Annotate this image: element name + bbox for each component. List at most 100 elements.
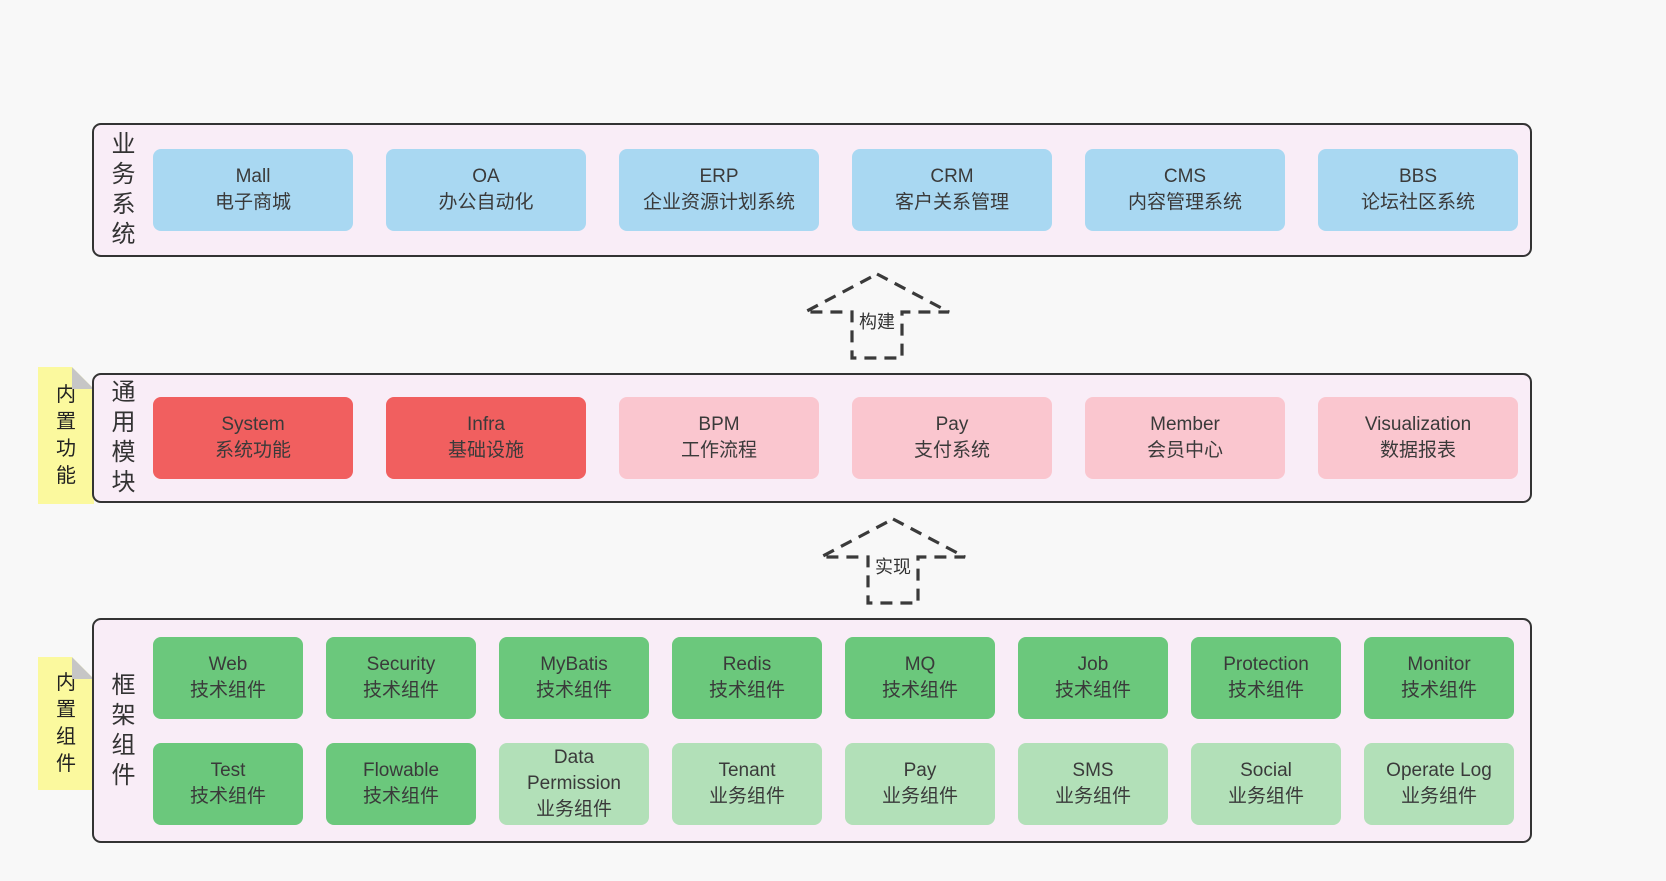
box-social: Social 业务组件 bbox=[1191, 742, 1341, 825]
sticky-note-built-in-components-label: 内置组件 bbox=[56, 671, 76, 775]
sticky-note-built-in-features: 内置功能 bbox=[38, 367, 94, 504]
box-subtitle: 业务组件 bbox=[1227, 785, 1304, 807]
sticky-note-built-in-components: 内置组件 bbox=[38, 657, 94, 790]
box-tenant: Tenant 业务组件 bbox=[672, 742, 822, 825]
box-title: Tenant bbox=[718, 759, 776, 781]
box-subtitle: 客户关系管理 bbox=[894, 192, 1009, 213]
box-title: System bbox=[221, 414, 285, 435]
sticky-note-built-in-features-label: 内置功能 bbox=[56, 383, 76, 487]
band-label-business-systems: 业务系统 bbox=[111, 131, 136, 248]
box-title: CMS bbox=[1163, 166, 1207, 187]
box-cms: CMS 内容管理系统 bbox=[1085, 149, 1285, 231]
note-fold-corner bbox=[72, 367, 94, 389]
box-operate-log: Operate Log 业务组件 bbox=[1364, 742, 1514, 825]
box-title: Pay bbox=[903, 759, 937, 781]
box-title: Pay bbox=[935, 414, 969, 435]
box-protection: Protection 技术组件 bbox=[1191, 636, 1341, 719]
box-security: Security 技术组件 bbox=[326, 636, 476, 719]
box-subtitle: 论坛社区系统 bbox=[1360, 192, 1475, 213]
box-subtitle: 技术组件 bbox=[189, 785, 266, 807]
box-subtitle: 技术组件 bbox=[881, 679, 958, 701]
box-subtitle: 技术组件 bbox=[362, 679, 439, 701]
box-mq: MQ 技术组件 bbox=[845, 636, 995, 719]
arrow-implement: 实现 bbox=[813, 515, 973, 607]
box-title: OA bbox=[472, 166, 500, 187]
box-data-permission: Data Permission 业务组件 bbox=[499, 742, 649, 825]
box-title: Mall bbox=[235, 166, 271, 187]
box-title: MyBatis bbox=[540, 653, 608, 675]
box-title: Member bbox=[1150, 414, 1220, 435]
box-title: Monitor bbox=[1407, 653, 1471, 675]
box-title: Operate Log bbox=[1386, 759, 1492, 781]
arrow-build-label: 构建 bbox=[856, 312, 898, 332]
box-title: Job bbox=[1077, 653, 1109, 675]
box-subtitle: 支付系统 bbox=[913, 440, 990, 461]
box-erp: ERP 企业资源计划系统 bbox=[619, 149, 819, 231]
box-title: Flowable bbox=[362, 759, 440, 781]
box-title: Visualization bbox=[1364, 414, 1472, 435]
box-subtitle: 技术组件 bbox=[1227, 679, 1304, 701]
box-visualization: Visualization 数据报表 bbox=[1318, 397, 1518, 479]
box-subtitle: 基础设施 bbox=[447, 440, 524, 461]
box-title: Test bbox=[210, 759, 246, 781]
box-mybatis: MyBatis 技术组件 bbox=[499, 636, 649, 719]
box-subtitle: 电子商城 bbox=[214, 192, 291, 213]
band-label-framework-components: 框架组件 bbox=[111, 671, 136, 789]
box-subtitle: 技术组件 bbox=[708, 679, 785, 701]
box-title: Infra bbox=[466, 414, 506, 435]
note-fold-corner bbox=[72, 657, 94, 679]
box-web: Web 技术组件 bbox=[153, 636, 303, 719]
box-member: Member 会员中心 bbox=[1085, 397, 1285, 479]
box-subtitle: 业务组件 bbox=[1400, 785, 1477, 807]
business-systems-boxes: Mall 电子商城 OA 办公自动化 ERP 企业资源计划系统 CRM 客户关系管理 CMS 内容… bbox=[153, 125, 1530, 255]
box-subtitle: 内容管理系统 bbox=[1127, 192, 1242, 213]
band-label-common-modules: 通用模块 bbox=[111, 379, 136, 496]
box-title: Redis bbox=[722, 653, 772, 675]
box-title: Web bbox=[208, 653, 248, 675]
dashed-up-arrow-icon bbox=[804, 272, 950, 360]
arrow-implement-label: 实现 bbox=[872, 557, 914, 577]
box-subtitle: 技术组件 bbox=[362, 785, 439, 807]
box-title: ERP bbox=[699, 166, 739, 187]
box-infra: Infra 基础设施 bbox=[386, 397, 586, 479]
box-title: BPM bbox=[698, 414, 740, 435]
box-redis: Redis 技术组件 bbox=[672, 636, 822, 719]
box-system: System 系统功能 bbox=[153, 397, 353, 479]
box-mall: Mall 电子商城 bbox=[153, 149, 353, 231]
box-subtitle: 技术组件 bbox=[535, 679, 612, 701]
box-title: MQ bbox=[904, 653, 936, 675]
box-subtitle: 技术组件 bbox=[189, 679, 266, 701]
box-pay: Pay 支付系统 bbox=[852, 397, 1052, 479]
box-title: Security bbox=[366, 653, 436, 675]
box-title: BBS bbox=[1398, 166, 1438, 187]
box-subtitle: 业务组件 bbox=[1054, 785, 1131, 807]
box-subtitle: 系统功能 bbox=[214, 440, 291, 461]
box-subtitle: 业务组件 bbox=[535, 798, 612, 820]
box-title: Social bbox=[1240, 759, 1292, 781]
box-subtitle: 办公自动化 bbox=[438, 192, 534, 213]
box-oa: OA 办公自动化 bbox=[386, 149, 586, 231]
box-sms: SMS 业务组件 bbox=[1018, 742, 1168, 825]
box-subtitle: 会员中心 bbox=[1146, 440, 1223, 461]
box-crm: CRM 客户关系管理 bbox=[852, 149, 1052, 231]
box-subtitle: 业务组件 bbox=[881, 785, 958, 807]
box-subtitle: 业务组件 bbox=[708, 785, 785, 807]
box-subtitle: 数据报表 bbox=[1379, 440, 1456, 461]
box-title: SMS bbox=[1072, 759, 1114, 781]
box-test: Test 技术组件 bbox=[153, 742, 303, 825]
arrow-build: 构建 bbox=[797, 270, 957, 362]
band-business-systems: 业务系统 Mall 电子商城 OA 办公自动化 ERP 企业资源计划系统 CRM 客户关系管理… bbox=[92, 123, 1532, 257]
box-flowable: Flowable 技术组件 bbox=[326, 742, 476, 825]
box-subtitle: 企业资源计划系统 bbox=[642, 192, 795, 213]
box-title: Data Permission bbox=[527, 746, 621, 794]
box-pay: Pay 业务组件 bbox=[845, 742, 995, 825]
box-title: Protection bbox=[1223, 653, 1309, 675]
box-title: CRM bbox=[930, 166, 974, 187]
